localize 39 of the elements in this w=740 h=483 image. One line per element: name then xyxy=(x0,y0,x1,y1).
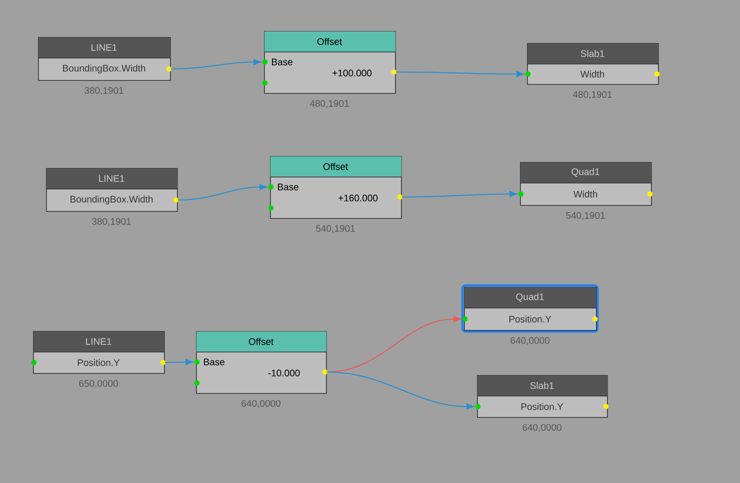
property-label: Position.Y xyxy=(521,403,564,410)
position-text: 540,1901 xyxy=(566,212,605,220)
value-text: -10.000 xyxy=(268,370,300,376)
node-title: Quad1 xyxy=(516,293,544,302)
port-label: Base xyxy=(278,184,298,190)
property-label: BoundingBox.Width xyxy=(63,64,146,74)
port-label: Base xyxy=(272,58,292,66)
node-title: Slab1 xyxy=(580,50,604,57)
position-text: 540,1901 xyxy=(316,225,355,233)
connector-arrow xyxy=(395,70,524,78)
property-label: Position.Y xyxy=(509,316,552,322)
connector-arrow xyxy=(170,58,261,70)
position-text: 380,1901 xyxy=(84,87,124,95)
value-text: +160.000 xyxy=(338,194,378,202)
position-text: 380,1901 xyxy=(92,218,131,226)
node-title: Offset xyxy=(317,38,342,45)
position-text: 480,1901 xyxy=(572,91,612,99)
position-text: 640,0000 xyxy=(242,400,280,408)
property-label: BoundingBox.Width xyxy=(70,196,153,204)
node-title: Offset xyxy=(248,338,274,345)
connector-arrow xyxy=(401,190,517,198)
position-text: 480,1901 xyxy=(310,100,349,108)
position-text: 640,0000 xyxy=(522,424,562,432)
value-text: +100.000 xyxy=(332,70,372,76)
port-label: Base xyxy=(204,358,224,366)
connector-arrow xyxy=(164,358,193,366)
node-title: LINE1 xyxy=(99,175,124,182)
property-label: Width xyxy=(573,190,598,198)
node-title: LINE1 xyxy=(86,338,112,345)
connector-arrow xyxy=(326,372,474,410)
node-title: Quad1 xyxy=(572,168,600,177)
position-text: 650,0000 xyxy=(79,380,118,388)
property-label: Width xyxy=(580,70,604,78)
node-title: Offset xyxy=(323,163,348,170)
node-title: LINE1 xyxy=(92,44,117,51)
connector-arrow xyxy=(177,184,267,200)
position-text: 640,0000 xyxy=(510,337,550,345)
property-label: Position.Y xyxy=(78,359,120,366)
node-title: Slab1 xyxy=(530,382,554,389)
